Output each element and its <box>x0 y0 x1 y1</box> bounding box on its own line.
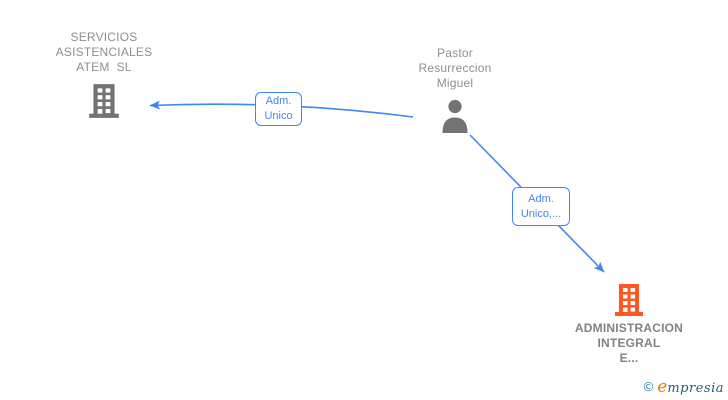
node-label-line: ADMINISTRACION <box>574 321 684 335</box>
edge-label-adm-unico-etc[interactable]: Adm. Unico,... <box>512 187 570 226</box>
node-servicios-asistenciales-atem[interactable]: SERVICIOS ASISTENCIALES ATEM SL <box>30 30 178 121</box>
edge-label-adm-unico[interactable]: Adm. Unico <box>255 92 302 126</box>
node-label: Pastor Resurreccion Miguel <box>418 46 491 91</box>
edge-label-line: Adm. <box>265 95 292 107</box>
node-label-line: Miguel <box>436 76 474 90</box>
edge-label-line: Adm. <box>528 192 554 205</box>
empresia-logo-text: mpresia <box>667 381 724 396</box>
node-label-line: Pastor <box>437 46 473 60</box>
empresia-logo[interactable]: ©empresia <box>644 377 724 397</box>
node-label-line: ATEM SL <box>76 60 132 74</box>
node-pastor-resurreccion-miguel[interactable]: Pastor Resurreccion Miguel <box>395 46 515 137</box>
edge-label-line: Unico,... <box>520 207 562 220</box>
person-icon <box>442 99 468 133</box>
node-label-line: E... <box>619 351 639 365</box>
node-label: ADMINISTRACION INTEGRAL E... <box>575 321 683 366</box>
edge-label-line: Unico <box>264 110 293 122</box>
node-label-line: INTEGRAL <box>597 336 661 350</box>
copyright-symbol: © <box>643 379 654 394</box>
node-label: SERVICIOS ASISTENCIALES ATEM SL <box>56 30 153 75</box>
empresia-logo-e: e <box>657 377 668 397</box>
node-label-line: ASISTENCIALES <box>55 45 153 59</box>
building-icon <box>89 84 119 118</box>
node-administracion-integral[interactable]: ADMINISTRACION INTEGRAL E... <box>554 281 704 366</box>
node-label-line: SERVICIOS <box>70 30 138 44</box>
node-label-line: Resurreccion <box>418 61 492 75</box>
building-icon <box>615 284 643 316</box>
